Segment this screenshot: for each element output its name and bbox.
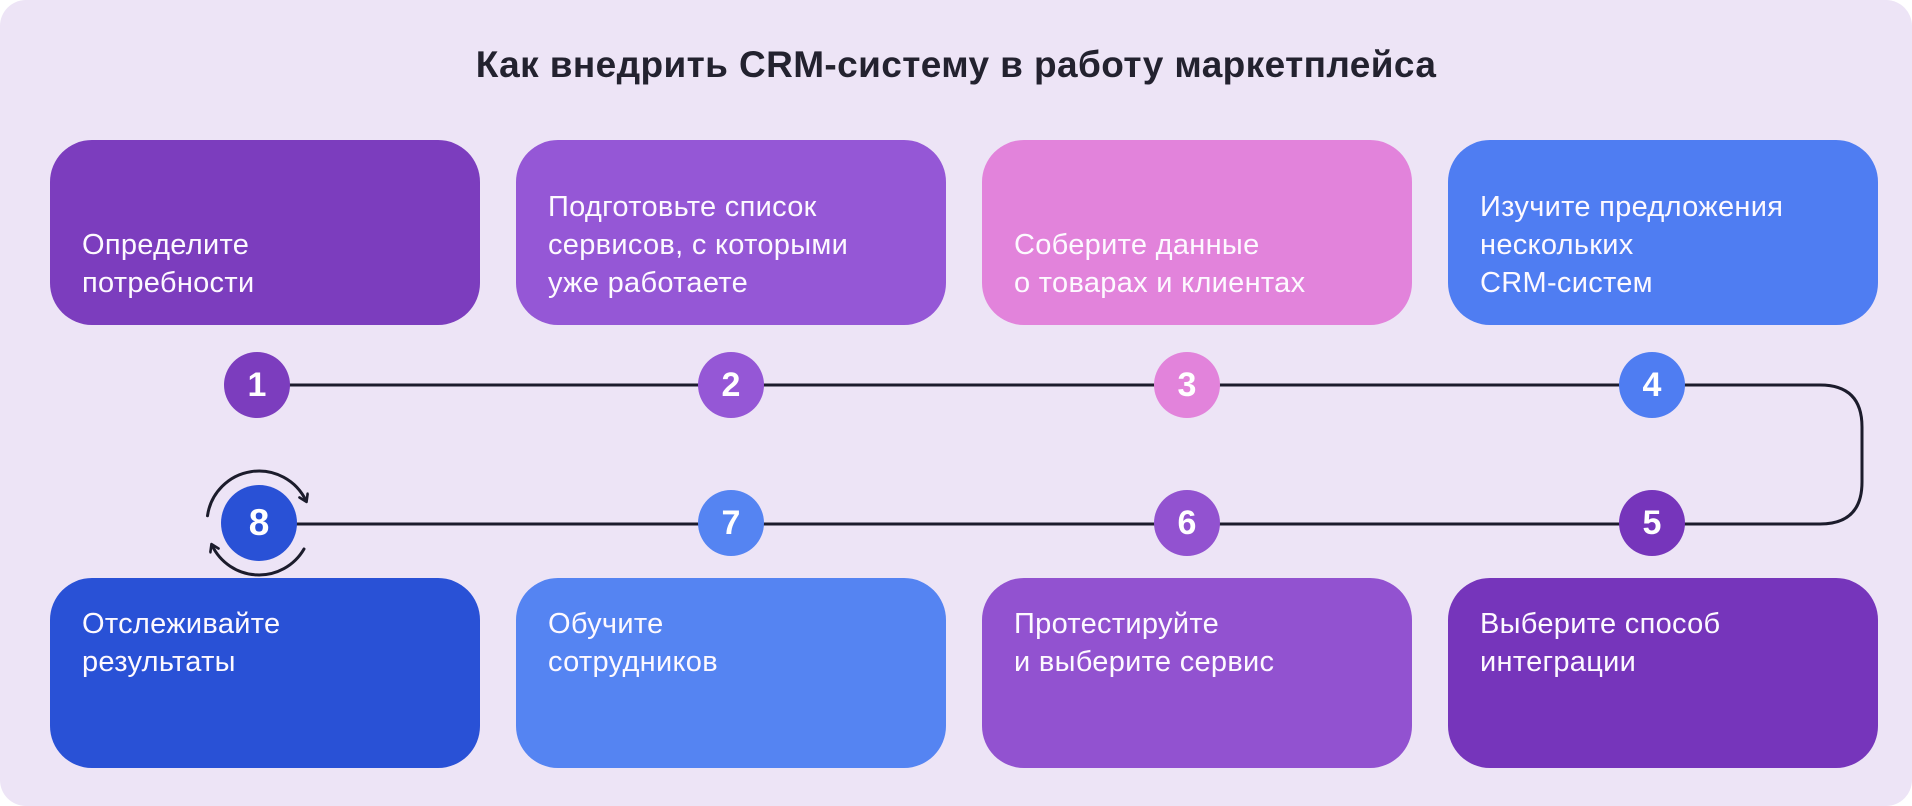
step-node-7-number: 7 <box>721 503 741 542</box>
step-card-8: Отслеживайте результаты <box>50 578 480 768</box>
step-card-6: Протестируйте и выберите сервис <box>982 578 1412 768</box>
step-card-2: Подготовьте список сервисов, с которыми … <box>516 140 946 325</box>
step-node-8-number: 8 <box>248 502 270 543</box>
step-node-3: 3 <box>1154 352 1220 418</box>
step-card-8-label: Отслеживайте результаты <box>82 608 281 678</box>
step-node-3-number: 3 <box>1177 365 1197 404</box>
step-card-1-label: Определите потребности <box>82 229 255 300</box>
step-node-7: 7 <box>698 490 764 556</box>
step-node-2: 2 <box>698 352 764 418</box>
step-card-1: Определите потребности <box>50 140 480 325</box>
step-node-1: 1 <box>224 352 290 418</box>
step-card-5-label: Выберите способ интеграции <box>1480 608 1721 678</box>
step-node-5-number: 5 <box>1642 503 1662 542</box>
step-card-5: Выберите способ интеграции <box>1448 578 1878 768</box>
step-card-7-label: Обучите сотрудников <box>548 608 718 678</box>
step-node-6: 6 <box>1154 490 1220 556</box>
step-card-2-label: Подготовьте список сервисов, с которыми … <box>548 191 849 300</box>
step-card-4-label: Изучите предложения нескольких CRM-систе… <box>1480 191 1784 300</box>
step-card-3: Соберите данные о товарах и клиентах <box>982 140 1412 325</box>
step-card-3-label: Соберите данные о товарах и клиентах <box>1014 229 1306 300</box>
page-title: Как внедрить CRM-систему в работу маркет… <box>475 44 1437 85</box>
step-node-4: 4 <box>1619 352 1685 418</box>
step-card-4: Изучите предложения нескольких CRM-систе… <box>1448 140 1878 325</box>
step-node-8: 8 <box>221 485 297 561</box>
step-node-5: 5 <box>1619 490 1685 556</box>
step-node-4-number: 4 <box>1642 365 1662 404</box>
step-node-2-number: 2 <box>721 365 741 404</box>
step-node-6-number: 6 <box>1177 503 1197 542</box>
step-node-1-number: 1 <box>247 365 267 404</box>
step-card-7: Обучите сотрудников <box>516 578 946 768</box>
step-card-6-label: Протестируйте и выберите сервис <box>1014 608 1275 678</box>
